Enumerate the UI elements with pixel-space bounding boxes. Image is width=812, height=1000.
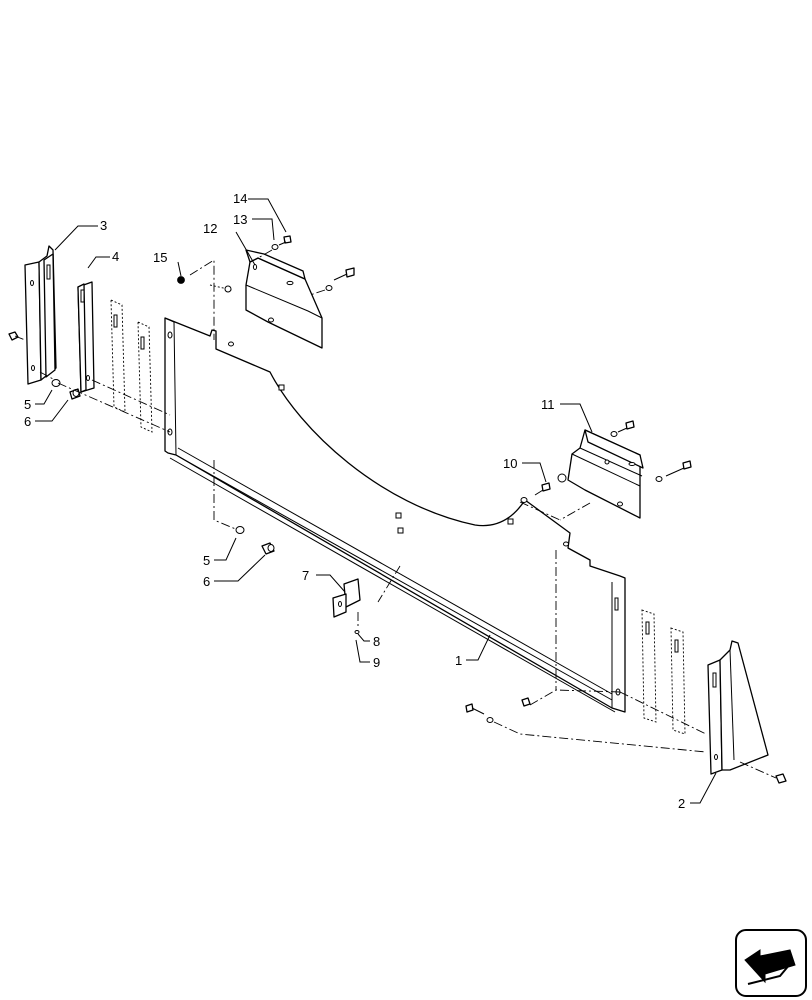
callout-6-left: 6 (24, 414, 31, 429)
left-hardware (8, 331, 171, 433)
callout-7: 7 (302, 568, 309, 583)
callout-6-center: 6 (203, 574, 210, 589)
callout-1: 1 (455, 653, 462, 668)
right-bracket-part-2 (707, 640, 787, 784)
callout-leaders (35, 198, 717, 804)
right-cover-hardware (519, 420, 692, 690)
callout-12: 12 (203, 221, 217, 236)
callout-14: 14 (233, 191, 247, 206)
callout-15: 15 (153, 250, 167, 265)
left-shim-outlines (110, 299, 153, 433)
left-strap-part-4 (77, 281, 95, 393)
callout-5-left: 5 (24, 397, 31, 412)
callout-10: 10 (503, 456, 517, 471)
center-hardware (213, 460, 401, 634)
callout-4: 4 (112, 249, 119, 264)
right-cover-part-11 (567, 429, 644, 519)
left-bracket-part-3 (24, 245, 57, 385)
callout-11: 11 (541, 397, 555, 412)
callout-5-center: 5 (203, 553, 210, 568)
callout-13: 13 (233, 212, 247, 227)
callout-8: 8 (373, 634, 380, 649)
bottom-right-hardware (465, 689, 707, 753)
right-shim-outlines (641, 609, 686, 735)
callout-2: 2 (678, 796, 685, 811)
main-panel-part-1 (164, 317, 626, 713)
upper-hardware (177, 235, 355, 340)
upper-cover-part-12 (245, 249, 323, 349)
callout-9: 9 (373, 655, 380, 670)
next-page-arrow-icon[interactable] (735, 929, 807, 997)
callout-3: 3 (100, 218, 107, 233)
callout-labels: 3 4 5 6 5 6 15 12 13 14 11 10 7 8 9 1 2 (24, 191, 685, 811)
